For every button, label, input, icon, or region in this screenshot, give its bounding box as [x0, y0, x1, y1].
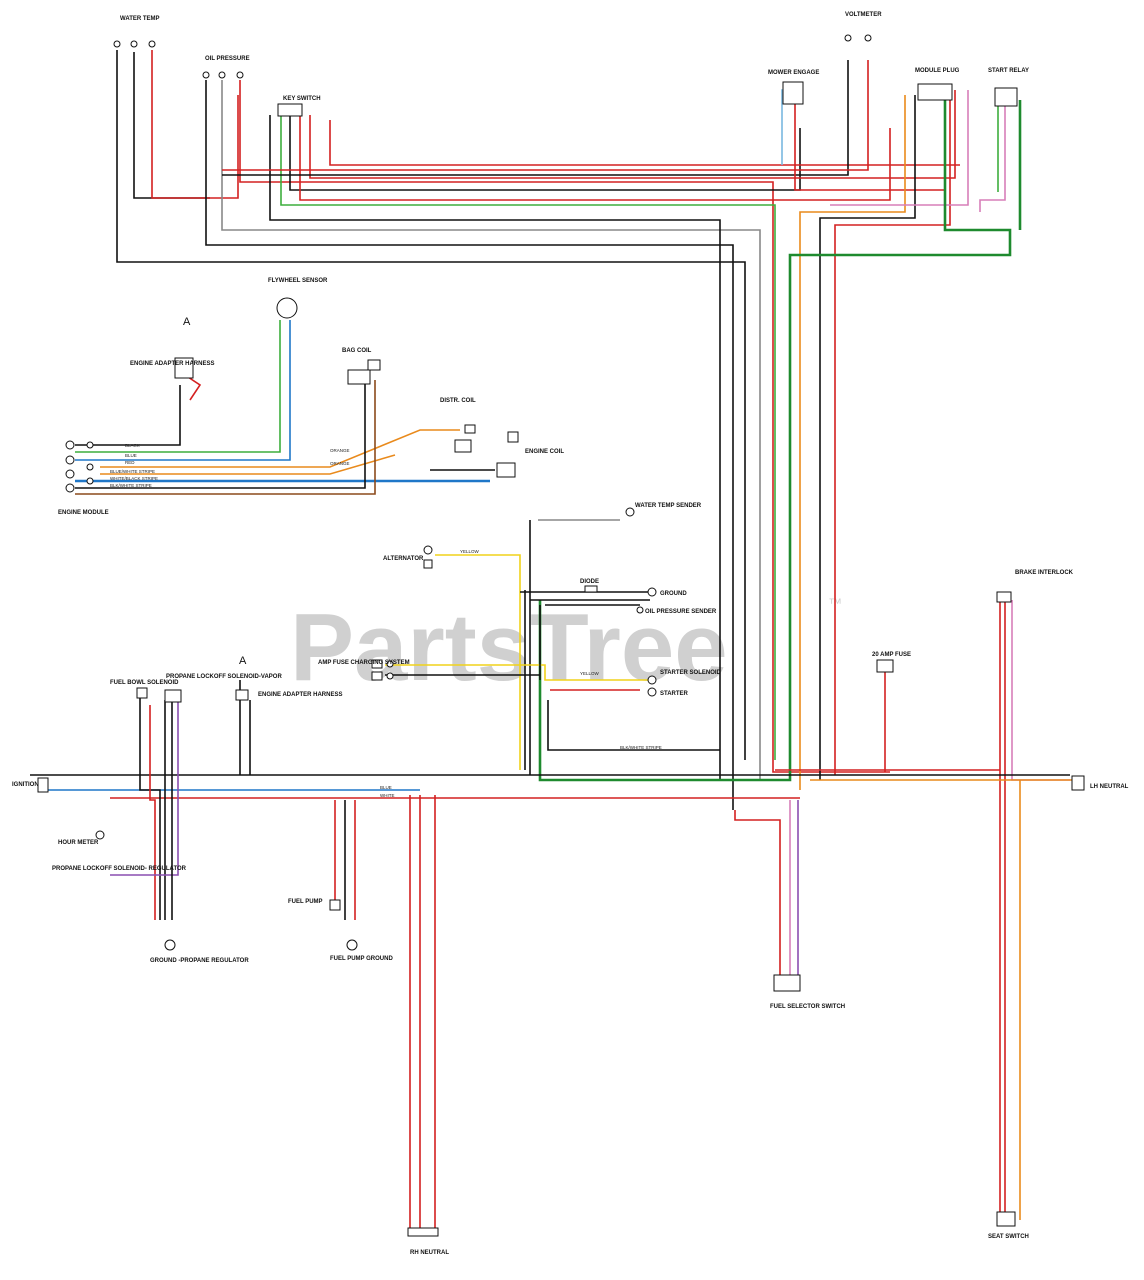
label-ground-propane-regulator: GROUND -PROPANE REGULATOR — [150, 958, 249, 964]
wire-label-blue: BLUE — [125, 453, 137, 458]
bag-coil-body — [347, 369, 371, 385]
water-temp-sender-body — [625, 507, 635, 517]
wire-label-black-white: BLK/WHITE STRIPE — [110, 483, 152, 488]
water-temp-gauge — [113, 40, 156, 48]
wire-label-blue-main: BLUE — [380, 785, 392, 790]
propane-lockoff-body — [164, 689, 182, 703]
engine-coil-body — [496, 462, 516, 478]
start-relay-body — [994, 87, 1018, 107]
seat-switch-body — [996, 1211, 1016, 1227]
wire-label-orange-2: ORANGE — [330, 461, 350, 466]
oil-pressure-gauge — [202, 71, 244, 79]
label-start-relay: START RELAY — [988, 68, 1029, 74]
wire-label-red: RED — [125, 460, 135, 465]
label-fuel-pump: FUEL PUMP — [288, 899, 323, 905]
label-flywheel-sensor: FLYWHEEL SENSOR — [268, 278, 328, 284]
engine-adapter-harness-body — [235, 689, 249, 701]
label-water-temp-sender: WATER TEMP SENDER — [635, 503, 702, 509]
mower-engage-switch — [782, 81, 804, 105]
wire-label-white-black: WHITE/BLACK STRIPE — [110, 476, 158, 481]
wire-label-yellow-2: YELLOW — [580, 671, 600, 676]
label-lh-neutral: LH NEUTRAL — [1090, 784, 1129, 790]
label-rh-neutral: RH NEUTRAL — [410, 1250, 449, 1256]
hour-meter-body — [95, 830, 105, 840]
engine-adapter-body — [174, 357, 194, 379]
label-starter-solenoid: STARTER SOLENOID — [660, 670, 722, 676]
fuse-20amp-body — [876, 659, 894, 673]
label-oil-pressure-sender: OIL PRESSURE SENDER — [645, 609, 717, 615]
rh-neutral-body — [407, 1227, 439, 1237]
fuel-pump-ground-terminal — [346, 939, 358, 951]
wire-color-labels: BLACK BLUE RED ORANGE ORANGE BLUE/WHITE … — [110, 443, 662, 798]
starter-solenoid-terminal — [647, 675, 657, 685]
label-fuse-20amp: 20 AMP FUSE — [872, 652, 911, 658]
label-water-temp: WATER TEMP — [120, 16, 160, 22]
label-mower-engage: MOWER ENGAGE — [768, 70, 819, 76]
wire-label-yellow: YELLOW — [460, 549, 480, 554]
fuel-selector-switch-body — [773, 974, 801, 992]
wire-label-black-main: BLK/WHITE STRIPE — [620, 745, 662, 750]
label-seat-switch: SEAT SWITCH — [988, 1234, 1029, 1240]
wire-harness — [30, 50, 1080, 1230]
label-engine-adapter-harness: ENGINE ADAPTER HARNESS — [258, 692, 342, 698]
brake-interlock-body — [996, 591, 1012, 603]
lh-neutral-body — [1071, 775, 1085, 791]
distr-coil-body — [454, 439, 472, 453]
connector-letter-a-2: A — [239, 655, 247, 667]
engine-module-body — [65, 440, 94, 493]
wire-label-black: BLACK — [125, 443, 140, 448]
label-distr-coil: DISTR. COIL — [440, 398, 476, 404]
flywheel-sensor-body — [276, 297, 298, 319]
module-plug-body — [917, 83, 953, 101]
alternator-body — [423, 545, 433, 555]
label-diode: DIODE — [580, 579, 599, 585]
label-key-switch: KEY SWITCH — [283, 96, 321, 102]
label-propane-lockoff: PROPANE LOCKOFF SOLENOID-VAPOR — [166, 674, 282, 680]
label-ignition: IGNITION — [12, 782, 39, 788]
key-switch-body — [277, 103, 303, 117]
ground-terminal — [647, 587, 657, 597]
fuel-pump-body — [329, 899, 341, 911]
ground-propane-regulator-terminal — [164, 939, 176, 951]
wire-label-white-main: WHITE — [380, 793, 395, 798]
label-starter: STARTER — [660, 691, 689, 697]
component-labels: WATER TEMP OIL PRESSURE KEY SWITCH VOLTM… — [12, 12, 1129, 1256]
oil-pressure-sender-body — [636, 606, 644, 614]
label-brake-interlock: BRAKE INTERLOCK — [1015, 570, 1074, 576]
label-engine-coil: ENGINE COIL — [525, 449, 564, 455]
label-propane-lockoff-regulator: PROPANE LOCKOFF SOLENOID- REGULATOR — [52, 866, 187, 872]
amp-fuse-charging-body — [371, 659, 394, 681]
label-module-plug: MODULE PLUG — [915, 68, 960, 74]
connector-letter-a-1: A — [183, 316, 191, 328]
starter-terminal — [647, 687, 657, 697]
label-oil-pressure: OIL PRESSURE — [205, 56, 250, 62]
label-amp-fuse-charging: AMP FUSE CHARGING SYSTEM — [318, 660, 410, 666]
voltmeter-gauge — [844, 34, 872, 42]
label-fuel-selector-switch: FUEL SELECTOR SWITCH — [770, 1004, 845, 1010]
wire-label-orange-1: ORANGE — [330, 448, 350, 453]
label-fuel-pump-ground: FUEL PUMP GROUND — [330, 956, 393, 962]
label-hour-meter: HOUR METER — [58, 840, 99, 846]
label-ground: GROUND — [660, 591, 687, 597]
diode-body — [584, 585, 598, 593]
wire-label-blue-white: BLUE/WHITE STRIPE — [110, 469, 155, 474]
label-voltmeter: VOLTMETER — [845, 12, 882, 18]
ignition-body — [37, 777, 49, 793]
label-bag-coil: BAG COIL — [342, 348, 372, 354]
label-engine-module: ENGINE MODULE — [58, 510, 109, 516]
components — [37, 34, 1085, 1237]
fuel-bowl-solenoid-body — [136, 687, 148, 699]
label-fuel-bowl-solenoid: FUEL BOWL SOLENOID — [110, 680, 179, 686]
label-alternator: ALTERNATOR — [383, 556, 424, 562]
label-engine-adapter: ENGINE ADAPTER HARNESS — [130, 361, 214, 367]
